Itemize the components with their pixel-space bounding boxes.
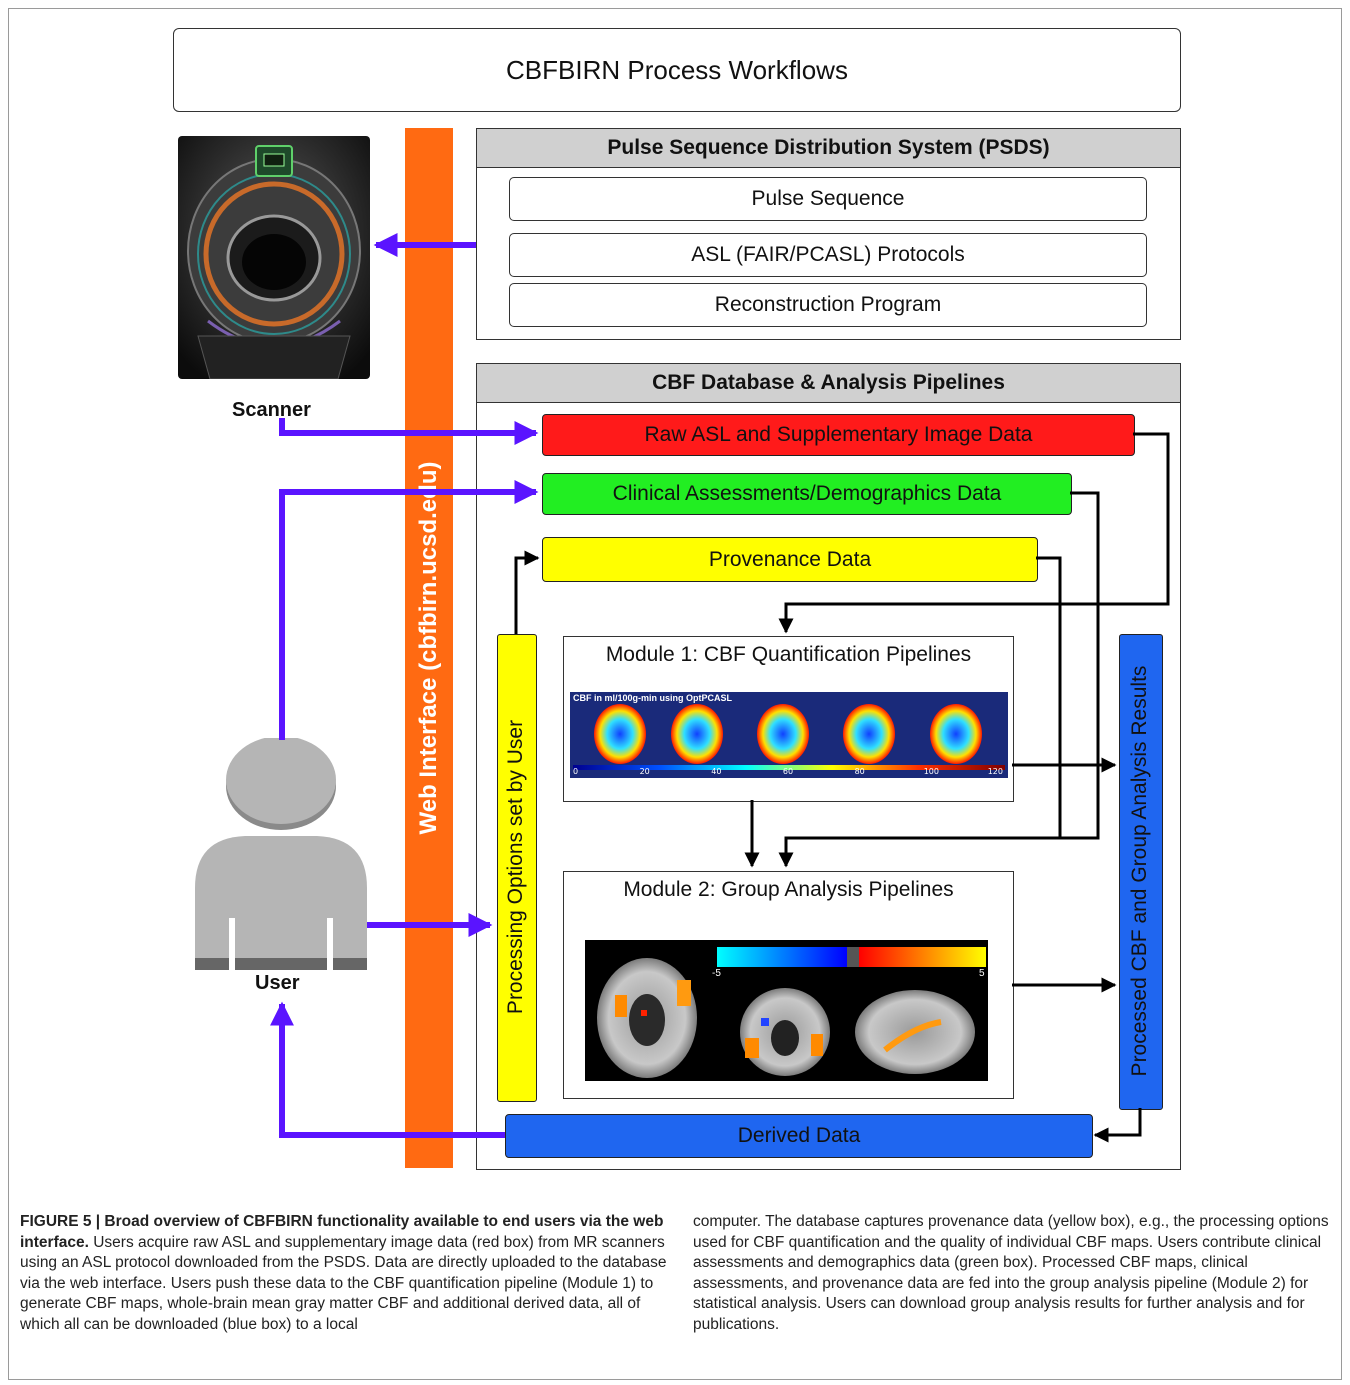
user-icon (195, 736, 367, 974)
processed-results-box[interactable] (1119, 634, 1163, 1110)
clinical-data-box[interactable]: Clinical Assessments/Demographics Data (542, 473, 1072, 515)
cbf-scale-tick: 20 (640, 767, 650, 776)
cbf-scale-tick: 60 (783, 767, 793, 776)
cbf-scale-tick: 100 (924, 767, 939, 776)
cbf-map-image: 0 20 40 60 80 100 120 CBF in ml/100g-min using… (570, 692, 1008, 778)
cbf-brain-slice (594, 704, 646, 764)
processing-options-box[interactable] (497, 634, 537, 1102)
caption-col1: Users acquire raw ASL and supplementary … (20, 1233, 667, 1333)
cbf-scale-tick: 40 (711, 767, 721, 776)
scanner-label: Scanner (232, 399, 311, 421)
provenance-data-box: Provenance Data (542, 537, 1038, 582)
raw-asl-data-box[interactable]: Raw ASL and Supplementary Image Data (542, 414, 1135, 456)
diagram-title: CBFBIRN Process Workflows (173, 28, 1181, 112)
module1-title: Module 1: CBF Quantification Pipelines (605, 643, 972, 666)
user-label: User (255, 972, 300, 994)
scale-min-label: -5 (712, 968, 721, 979)
group-analysis-image: -5 5 (585, 940, 988, 1081)
cbf-database-header: CBF Database & Analysis Pipelines (477, 364, 1180, 403)
scale-max-label: 5 (979, 968, 985, 979)
module2-title: Module 2: Group Analysis Pipelines (623, 878, 954, 901)
reconstruction-program-box: Reconstruction Program (509, 283, 1147, 327)
asl-protocols-box: ASL (FAIR/PCASL) Protocols (509, 233, 1147, 277)
figure-caption-left: FIGURE 5 | Broad overview of CBFBIRN fun… (20, 1212, 670, 1335)
psds-header: Pulse Sequence Distribution System (PSDS… (477, 129, 1180, 168)
figure-caption-right: computer. The database captures provenan… (693, 1212, 1333, 1335)
cbf-colorbar (573, 765, 1005, 770)
caption-bold: FIGURE 5 | Broad overview of CBFBIRN fun… (20, 1213, 664, 1251)
cbf-brain-slice (843, 704, 895, 764)
derived-data-box[interactable]: Derived Data (505, 1114, 1093, 1158)
cbf-brain-slice (757, 704, 809, 764)
pulse-sequence-box: Pulse Sequence (509, 177, 1147, 221)
cbf-scale-tick: 0 (573, 767, 578, 776)
connector-arrows (270, 233, 1170, 1143)
caption-col2: computer. The database captures provenan… (693, 1213, 1329, 1333)
cbf-scale-tick: 80 (855, 767, 865, 776)
cbf-brain-slice (671, 704, 723, 764)
web-interface-bar[interactable] (405, 128, 453, 1168)
figure-frame (8, 8, 1342, 1380)
scanner-image (178, 136, 370, 380)
cbf-scale-tick: 120 (988, 767, 1003, 776)
cbf-brain-slice (930, 704, 982, 764)
cbf-map-caption: CBF in ml/100g-min using OptPCASL (573, 693, 733, 703)
